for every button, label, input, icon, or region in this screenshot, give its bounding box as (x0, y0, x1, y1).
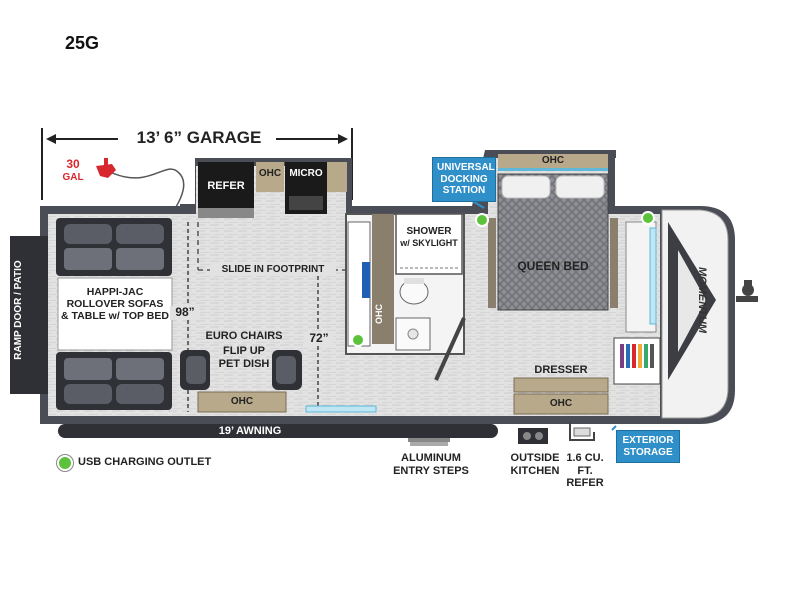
usb-legend-label: USB CHARGING OUTLET (78, 456, 212, 468)
dim-72: 72” (304, 331, 334, 346)
flip-up-line1: FLIP UP (223, 345, 265, 357)
euro-chairs-label: EURO CHAIRS (205, 330, 283, 342)
bath-cabinet (372, 214, 394, 344)
awning (58, 424, 498, 438)
fuel-unit: GAL (62, 172, 84, 183)
ohc-lounge-label: OHC (230, 396, 254, 407)
micro-label: MICRO (289, 168, 323, 179)
bath-door (434, 317, 466, 381)
ohc-bath-label: OHC (374, 304, 384, 324)
queen-bed-label: QUEEN BED (517, 259, 589, 273)
entry-steps-line1: ALUMINUM (401, 452, 461, 464)
shower-label: SHOWER (406, 226, 452, 237)
outside-kitchen-line2: KITCHEN (510, 464, 560, 477)
refer-label: REFER (207, 180, 245, 192)
dresser-label: DRESSER (534, 364, 588, 376)
sink (395, 317, 431, 351)
small-refer-line2: REFER (566, 477, 604, 490)
universal-docking-line2: DOCKING (440, 173, 488, 185)
window-lounge (305, 405, 377, 413)
flip-up-line2: PET DISH (218, 357, 270, 370)
entry-steps-label: ALUMINUM ENTRY STEPS (386, 452, 476, 477)
usb-outlet-icon (641, 211, 655, 225)
sofa-table-area (57, 277, 173, 351)
shower-stall (395, 213, 463, 275)
sofas-label: HAPPI-JAC ROLLOVER SOFAS & TABLE w/ TOP … (58, 286, 172, 322)
ohc-kitchen-label: OHC (258, 168, 282, 179)
usb-legend-icon (57, 455, 73, 471)
dim-98: 98” (170, 305, 200, 320)
euro-chairs (180, 350, 302, 390)
model-number: 25G (65, 33, 100, 53)
sofas-line3: & TABLE w/ TOP BED (61, 310, 169, 323)
ramp-door-label: RAMP DOOR / PATIO (13, 260, 24, 360)
fuel-amount: 30 (66, 157, 80, 171)
ohc-lounge (197, 391, 287, 413)
ramp-door (10, 236, 48, 394)
ohc-bedroom-label: OHC (541, 155, 565, 166)
exterior-storage-callout: EXTERIOR STORAGE (616, 430, 680, 463)
refer-cabinet (198, 162, 254, 208)
slide-footprint-label: SLIDE IN FOOTPRINT (210, 264, 336, 276)
small-refer (569, 422, 595, 441)
ohc-front-label: OHC (549, 398, 573, 409)
exterior-storage-line2: STORAGE (623, 446, 673, 458)
ohc-front (513, 393, 609, 415)
sofas-line1: HAPPI-JAC (86, 286, 144, 298)
usb-outlet-icon (351, 333, 365, 347)
usb-outlet-icon (475, 213, 489, 227)
sofa-top (56, 218, 172, 276)
dresser (513, 377, 609, 393)
exterior-storage-line1: EXTERIOR (622, 435, 674, 446)
fuel-nozzle-icon (96, 158, 116, 178)
ohc-kitchen (256, 162, 284, 192)
universal-docking-callout: UNIVERSAL DOCKING STATION (432, 157, 496, 202)
outside-kitchen-label: OUTSIDE KITCHEN (508, 452, 562, 477)
entry-steps-line2: ENTRY STEPS (393, 464, 469, 477)
small-refer-label: 1.6 CU. FT. REFER (558, 452, 612, 490)
brand-logo: MOMENTUM (696, 267, 708, 333)
flip-up-label: FLIP UP PET DISH (200, 345, 288, 370)
awning-label: 19’ AWNING (218, 425, 282, 437)
universal-docking-line1: UNIVERSAL (437, 162, 495, 173)
sofas-line2: ROLLOVER SOFAS (66, 298, 164, 311)
ohc-bedroom (498, 154, 608, 170)
skylight-label: w/ SKYLIGHT (400, 238, 458, 248)
hitch (736, 296, 758, 302)
outside-kitchen-line1: OUTSIDE (510, 452, 560, 464)
universal-docking-line3: STATION (442, 185, 486, 196)
outside-kitchen (518, 428, 548, 444)
garage-dimension: 13’ 6” GARAGE (136, 128, 262, 147)
fuel-hose (109, 168, 185, 208)
small-refer-line1: 1.6 CU. FT. (566, 452, 604, 477)
sofa-bottom (56, 352, 172, 410)
